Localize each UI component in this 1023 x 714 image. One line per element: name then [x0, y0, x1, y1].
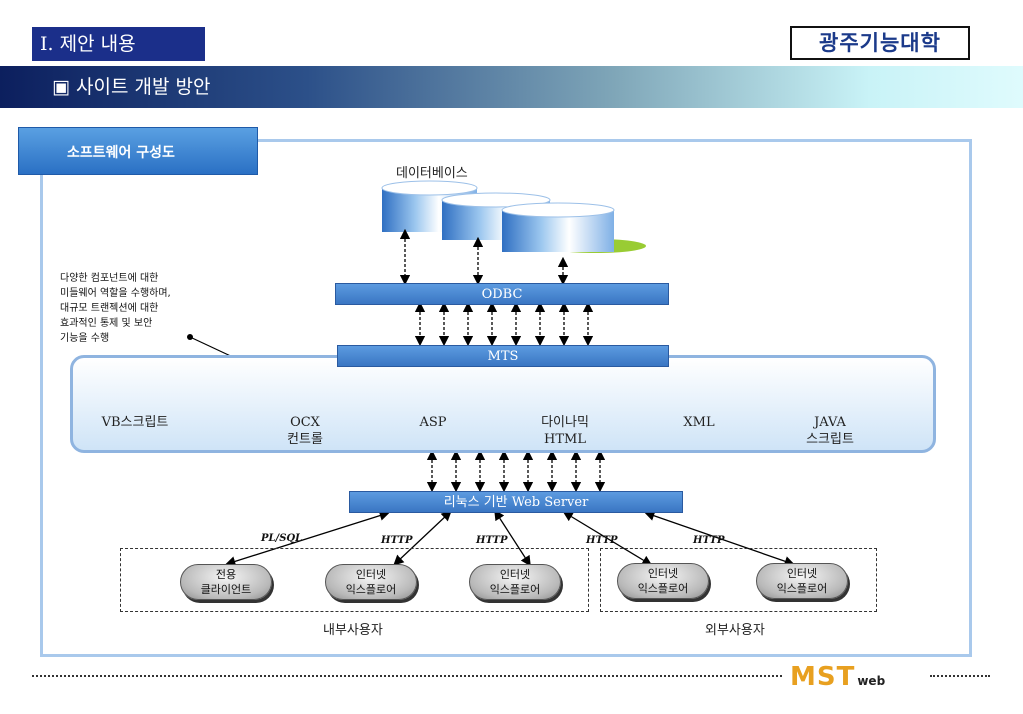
protocol-label: HTTP — [476, 535, 508, 546]
client-internet-explorer: 인터넷 익스플로어 — [756, 563, 848, 599]
note-line: 대규모 트랜젝션에 대한 — [60, 303, 159, 314]
note-line: 기능을 수행 — [60, 333, 110, 344]
component-label: 컨트롤 — [287, 432, 323, 447]
component-asp: ASP — [378, 414, 488, 431]
component-label: JAVA — [814, 415, 846, 430]
component-dhtml: 다이나믹 HTML — [510, 414, 620, 448]
external-users-label: 외부사용자 — [705, 623, 765, 638]
footer-divider — [930, 675, 990, 677]
component-vbscript: VB스크립트 — [80, 414, 190, 431]
protocol-label: HTTP — [693, 535, 725, 546]
section-title: I. 제안 내용 — [32, 27, 205, 61]
client-label: 인터넷 — [786, 567, 818, 580]
client-dedicated: 전용 클라이언트 — [180, 564, 272, 600]
component-label: ASP — [419, 415, 447, 430]
diagram-frame — [40, 139, 972, 657]
brand-main: MST — [790, 662, 856, 692]
client-label: 익스플로어 — [345, 583, 397, 596]
client-internet-explorer: 인터넷 익스플로어 — [469, 564, 561, 600]
component-ocx: OCX 컨트롤 — [250, 414, 360, 448]
component-javascript: JAVA 스크립트 — [775, 414, 885, 448]
component-label: OCX — [290, 415, 320, 430]
component-panel — [70, 355, 936, 453]
component-label: XML — [683, 415, 715, 430]
brand-sub: web — [857, 674, 886, 688]
internal-users-label: 내부사용자 — [323, 623, 383, 638]
diagram-tab: 소프트웨어 구성도 — [18, 127, 258, 175]
note-line: 효과적인 통제 및 보안 — [60, 318, 153, 329]
client-label: 인터넷 — [355, 568, 387, 581]
internal-users-group — [120, 548, 589, 612]
mts-bar: MTS — [337, 345, 669, 367]
protocol-label: HTTP — [586, 535, 618, 546]
client-label: 익스플로어 — [637, 582, 689, 595]
webserver-bar: 리눅스 기반 Web Server — [349, 491, 683, 513]
footer-divider — [32, 675, 782, 677]
protocol-label: PL/SQL — [261, 533, 303, 544]
note-line: 다양한 컴포넌트에 대한 — [60, 273, 159, 284]
external-users-group — [600, 548, 877, 612]
client-label: 전용 — [215, 568, 237, 581]
component-xml: XML — [644, 414, 754, 431]
title-band — [0, 66, 1023, 108]
component-label: 스크립트 — [806, 432, 854, 447]
client-label: 인터넷 — [647, 567, 679, 580]
client-internet-explorer: 인터넷 익스플로어 — [325, 564, 417, 600]
client-label: 익스플로어 — [776, 582, 828, 595]
mts-note: 다양한 컴포넌트에 대한 미들웨어 역할을 수행하며, 대규모 트랜젝션에 대한… — [60, 271, 230, 346]
client-label: 클라이언트 — [200, 583, 252, 596]
protocol-label: HTTP — [381, 535, 413, 546]
client-internet-explorer: 인터넷 익스플로어 — [617, 563, 709, 599]
odbc-bar: ODBC — [335, 283, 669, 305]
component-label: HTML — [544, 432, 586, 447]
client-label: 익스플로어 — [489, 583, 541, 596]
college-logo: 광주기능대학 — [790, 26, 970, 60]
database-icon — [381, 180, 646, 253]
database-label: 데이터베이스 — [396, 166, 468, 181]
component-label: VB스크립트 — [101, 415, 169, 430]
component-label: 다이나믹 — [541, 415, 589, 430]
client-label: 인터넷 — [499, 568, 531, 581]
note-line: 미들웨어 역할을 수행하며, — [60, 288, 171, 299]
page-title: ▣ 사이트 개발 방안 — [52, 76, 211, 98]
